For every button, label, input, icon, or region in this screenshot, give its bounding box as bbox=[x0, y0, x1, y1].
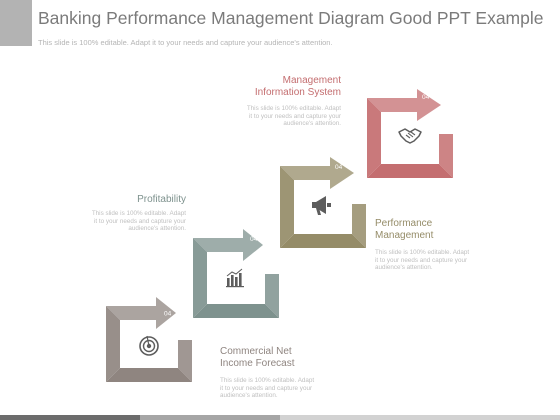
megaphone-icon bbox=[312, 196, 331, 215]
step-desc-4-line1: This slide is 100% editable. Adapt bbox=[246, 105, 341, 112]
step-shape-3 bbox=[280, 157, 366, 248]
handshake-icon bbox=[398, 128, 422, 144]
step-badge-1: 04 bbox=[164, 311, 172, 318]
step-shape-1 bbox=[106, 297, 192, 382]
step-heading-3: Performance Management bbox=[375, 218, 433, 242]
step-shape-2 bbox=[193, 229, 279, 318]
step-heading-3-line1: Performance bbox=[375, 218, 433, 229]
step-heading-1-line2: Income Forecast bbox=[220, 358, 295, 369]
step-desc-4-line3: audience's attention. bbox=[283, 120, 341, 128]
step-desc-3-line2: it to your needs and capture your bbox=[375, 256, 468, 264]
step-desc-1-line1: This slide is 100% editable. Adapt bbox=[220, 377, 315, 384]
step-block-3: 04 bbox=[280, 157, 366, 248]
step-badge-3: 04 bbox=[335, 164, 343, 171]
step-desc-2: This slide is 100% editable. Adapt it to… bbox=[92, 210, 186, 233]
step-block-1: 04 bbox=[106, 297, 192, 382]
step-heading-2-line1: Profitability bbox=[137, 194, 186, 205]
corner-accent bbox=[0, 0, 32, 46]
step-shape-4 bbox=[367, 89, 453, 178]
step-desc-2-line1: This slide is 100% editable. Adapt bbox=[91, 210, 186, 217]
step-block-2: 04 bbox=[193, 229, 279, 318]
step-desc-4: This slide is 100% editable. Adapt it to… bbox=[247, 105, 341, 128]
footer-stripe-light bbox=[280, 415, 560, 420]
bar-chart-icon bbox=[226, 268, 244, 288]
footer-stripe-mid bbox=[140, 415, 280, 420]
step-heading-1: Commercial Net Income Forecast bbox=[220, 346, 294, 370]
step-heading-4-line1: Management bbox=[282, 75, 341, 86]
slide-title: Banking Performance Management Diagram G… bbox=[38, 8, 544, 28]
step-desc-1: This slide is 100% editable. Adapt it to… bbox=[220, 377, 314, 400]
target-icon bbox=[139, 335, 159, 356]
step-heading-2: Profitability bbox=[137, 194, 186, 206]
footer-stripe-dark bbox=[0, 415, 140, 420]
step-heading-1-line1: Commercial Net bbox=[220, 346, 292, 357]
step-badge-4: 04 bbox=[422, 94, 430, 101]
step-heading-3-line2: Management bbox=[375, 230, 434, 241]
step-desc-2-line2: it to your needs and capture your bbox=[93, 217, 186, 225]
step-desc-4-line2: it to your needs and capture your bbox=[248, 112, 341, 120]
slide-subtitle: This slide is 100% editable. Adapt it to… bbox=[38, 38, 333, 47]
step-desc-3: This slide is 100% editable. Adapt it to… bbox=[375, 249, 469, 272]
step-badge-2: 04 bbox=[250, 236, 258, 243]
step-desc-2-line3: audience's attention. bbox=[128, 225, 186, 233]
step-block-4: 04 bbox=[367, 89, 453, 178]
step-heading-4: Management Information System bbox=[255, 75, 341, 99]
step-desc-3-line3: audience's attention. bbox=[375, 264, 433, 272]
step-desc-1-line3: audience's attention. bbox=[220, 392, 278, 400]
step-desc-1-line2: it to your needs and capture your bbox=[220, 384, 313, 392]
step-heading-4-line2: Information System bbox=[254, 87, 341, 98]
step-desc-3-line1: This slide is 100% editable. Adapt bbox=[375, 249, 470, 256]
